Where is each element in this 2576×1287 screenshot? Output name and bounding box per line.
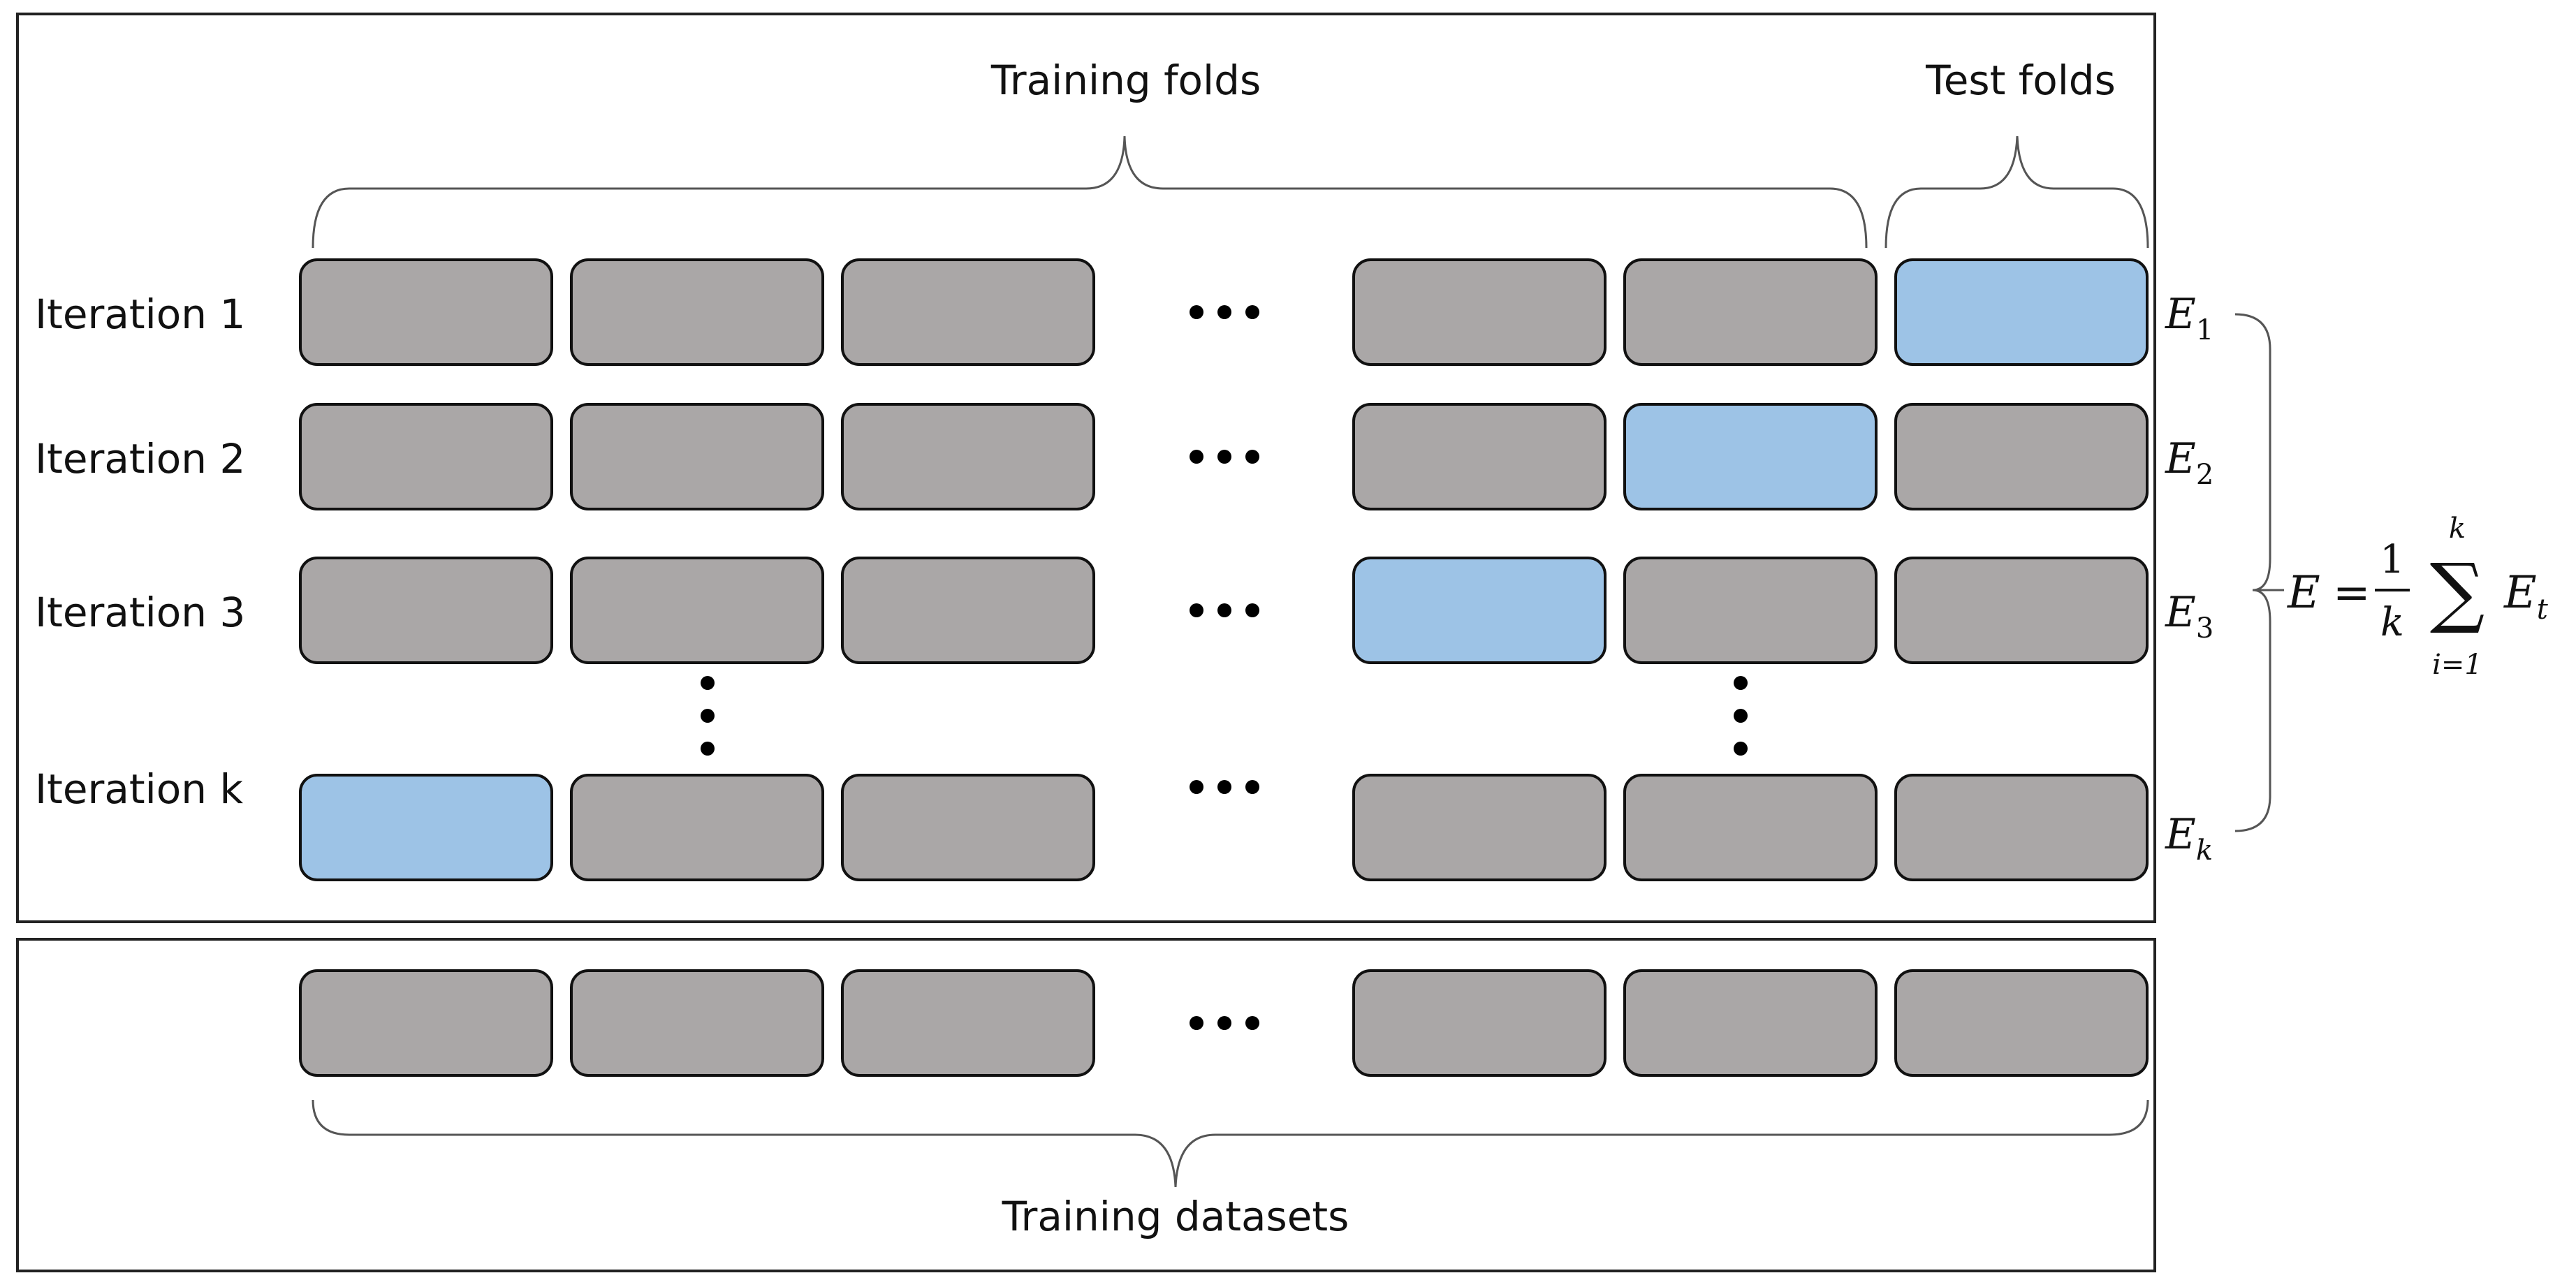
formula-equals: = [2333, 567, 2371, 619]
training-fold [570, 557, 824, 664]
training-fold [299, 258, 553, 366]
training-fold [1894, 774, 2149, 881]
vertical-ellipsis [1734, 676, 1748, 756]
training-fold [1623, 557, 1878, 664]
training-fold [841, 969, 1095, 1077]
error-label-3: E3 [2165, 588, 2213, 645]
training-fold [1623, 774, 1878, 881]
formula-upper-limit: k [2449, 513, 2466, 545]
training-fold [299, 403, 553, 510]
iteration-2-label: Iteration 2 [35, 435, 245, 483]
training-folds-label: Training folds [990, 57, 1261, 104]
training-fold [1623, 258, 1878, 366]
formula-term: Et [2503, 567, 2549, 626]
test-fold [1894, 258, 2149, 366]
horizontal-ellipsis [1190, 305, 1259, 319]
iteration-2-folds [299, 403, 2149, 510]
training-fold [841, 774, 1095, 881]
iteration-3-folds [299, 557, 2149, 664]
training-fold [570, 403, 824, 510]
training-datasets-label: Training datasets [1002, 1193, 1349, 1240]
training-folds-brace [312, 135, 1868, 249]
formula-lhs: E [2287, 567, 2320, 619]
formula-sum-symbol: ∑ [2430, 547, 2485, 636]
iteration-k-folds [299, 774, 2149, 881]
horizontal-ellipsis [1190, 1016, 1259, 1030]
horizontal-ellipsis [1190, 780, 1259, 794]
training-fold [1894, 403, 2149, 510]
test-fold [1352, 557, 1607, 664]
training-fold [841, 557, 1095, 664]
training-fold [1352, 258, 1607, 366]
formula-denominator: k [2380, 600, 2404, 645]
training-fold [1623, 969, 1878, 1077]
test-folds-label: Test folds [1925, 57, 2116, 104]
iteration-3-label: Iteration 3 [35, 589, 245, 636]
training-fold [570, 774, 824, 881]
training-fold [570, 258, 824, 366]
training-fold [570, 969, 824, 1077]
training-fold [1352, 969, 1607, 1077]
training-fold [1894, 557, 2149, 664]
average-error-formula: E = 1 k ∑ k i=1 Et [2287, 513, 2549, 681]
training-dataset-folds [299, 969, 2149, 1077]
training-fold [299, 557, 553, 664]
formula-numerator: 1 [2380, 537, 2405, 582]
test-fold [299, 774, 553, 881]
errors-brace [2234, 313, 2271, 832]
formula-lower-limit: i=1 [2432, 649, 2482, 681]
iteration-k-label: Iteration k [35, 765, 243, 813]
horizontal-ellipsis [1190, 450, 1259, 464]
training-fold [841, 258, 1095, 366]
iteration-1-label: Iteration 1 [35, 291, 245, 338]
training-fold [1352, 403, 1607, 510]
error-label-k: Ek [2165, 810, 2213, 867]
training-fold [1894, 969, 2149, 1077]
horizontal-ellipsis [1190, 603, 1259, 617]
test-fold [1623, 403, 1878, 510]
vertical-ellipsis [701, 676, 715, 756]
error-label-2: E2 [2165, 434, 2213, 491]
error-label-1: E1 [2165, 290, 2213, 346]
test-folds-brace [1885, 135, 2149, 249]
training-datasets-brace [312, 1099, 2149, 1188]
training-fold [299, 969, 553, 1077]
training-fold [841, 403, 1095, 510]
training-fold [1352, 774, 1607, 881]
iteration-1-folds [299, 258, 2149, 366]
